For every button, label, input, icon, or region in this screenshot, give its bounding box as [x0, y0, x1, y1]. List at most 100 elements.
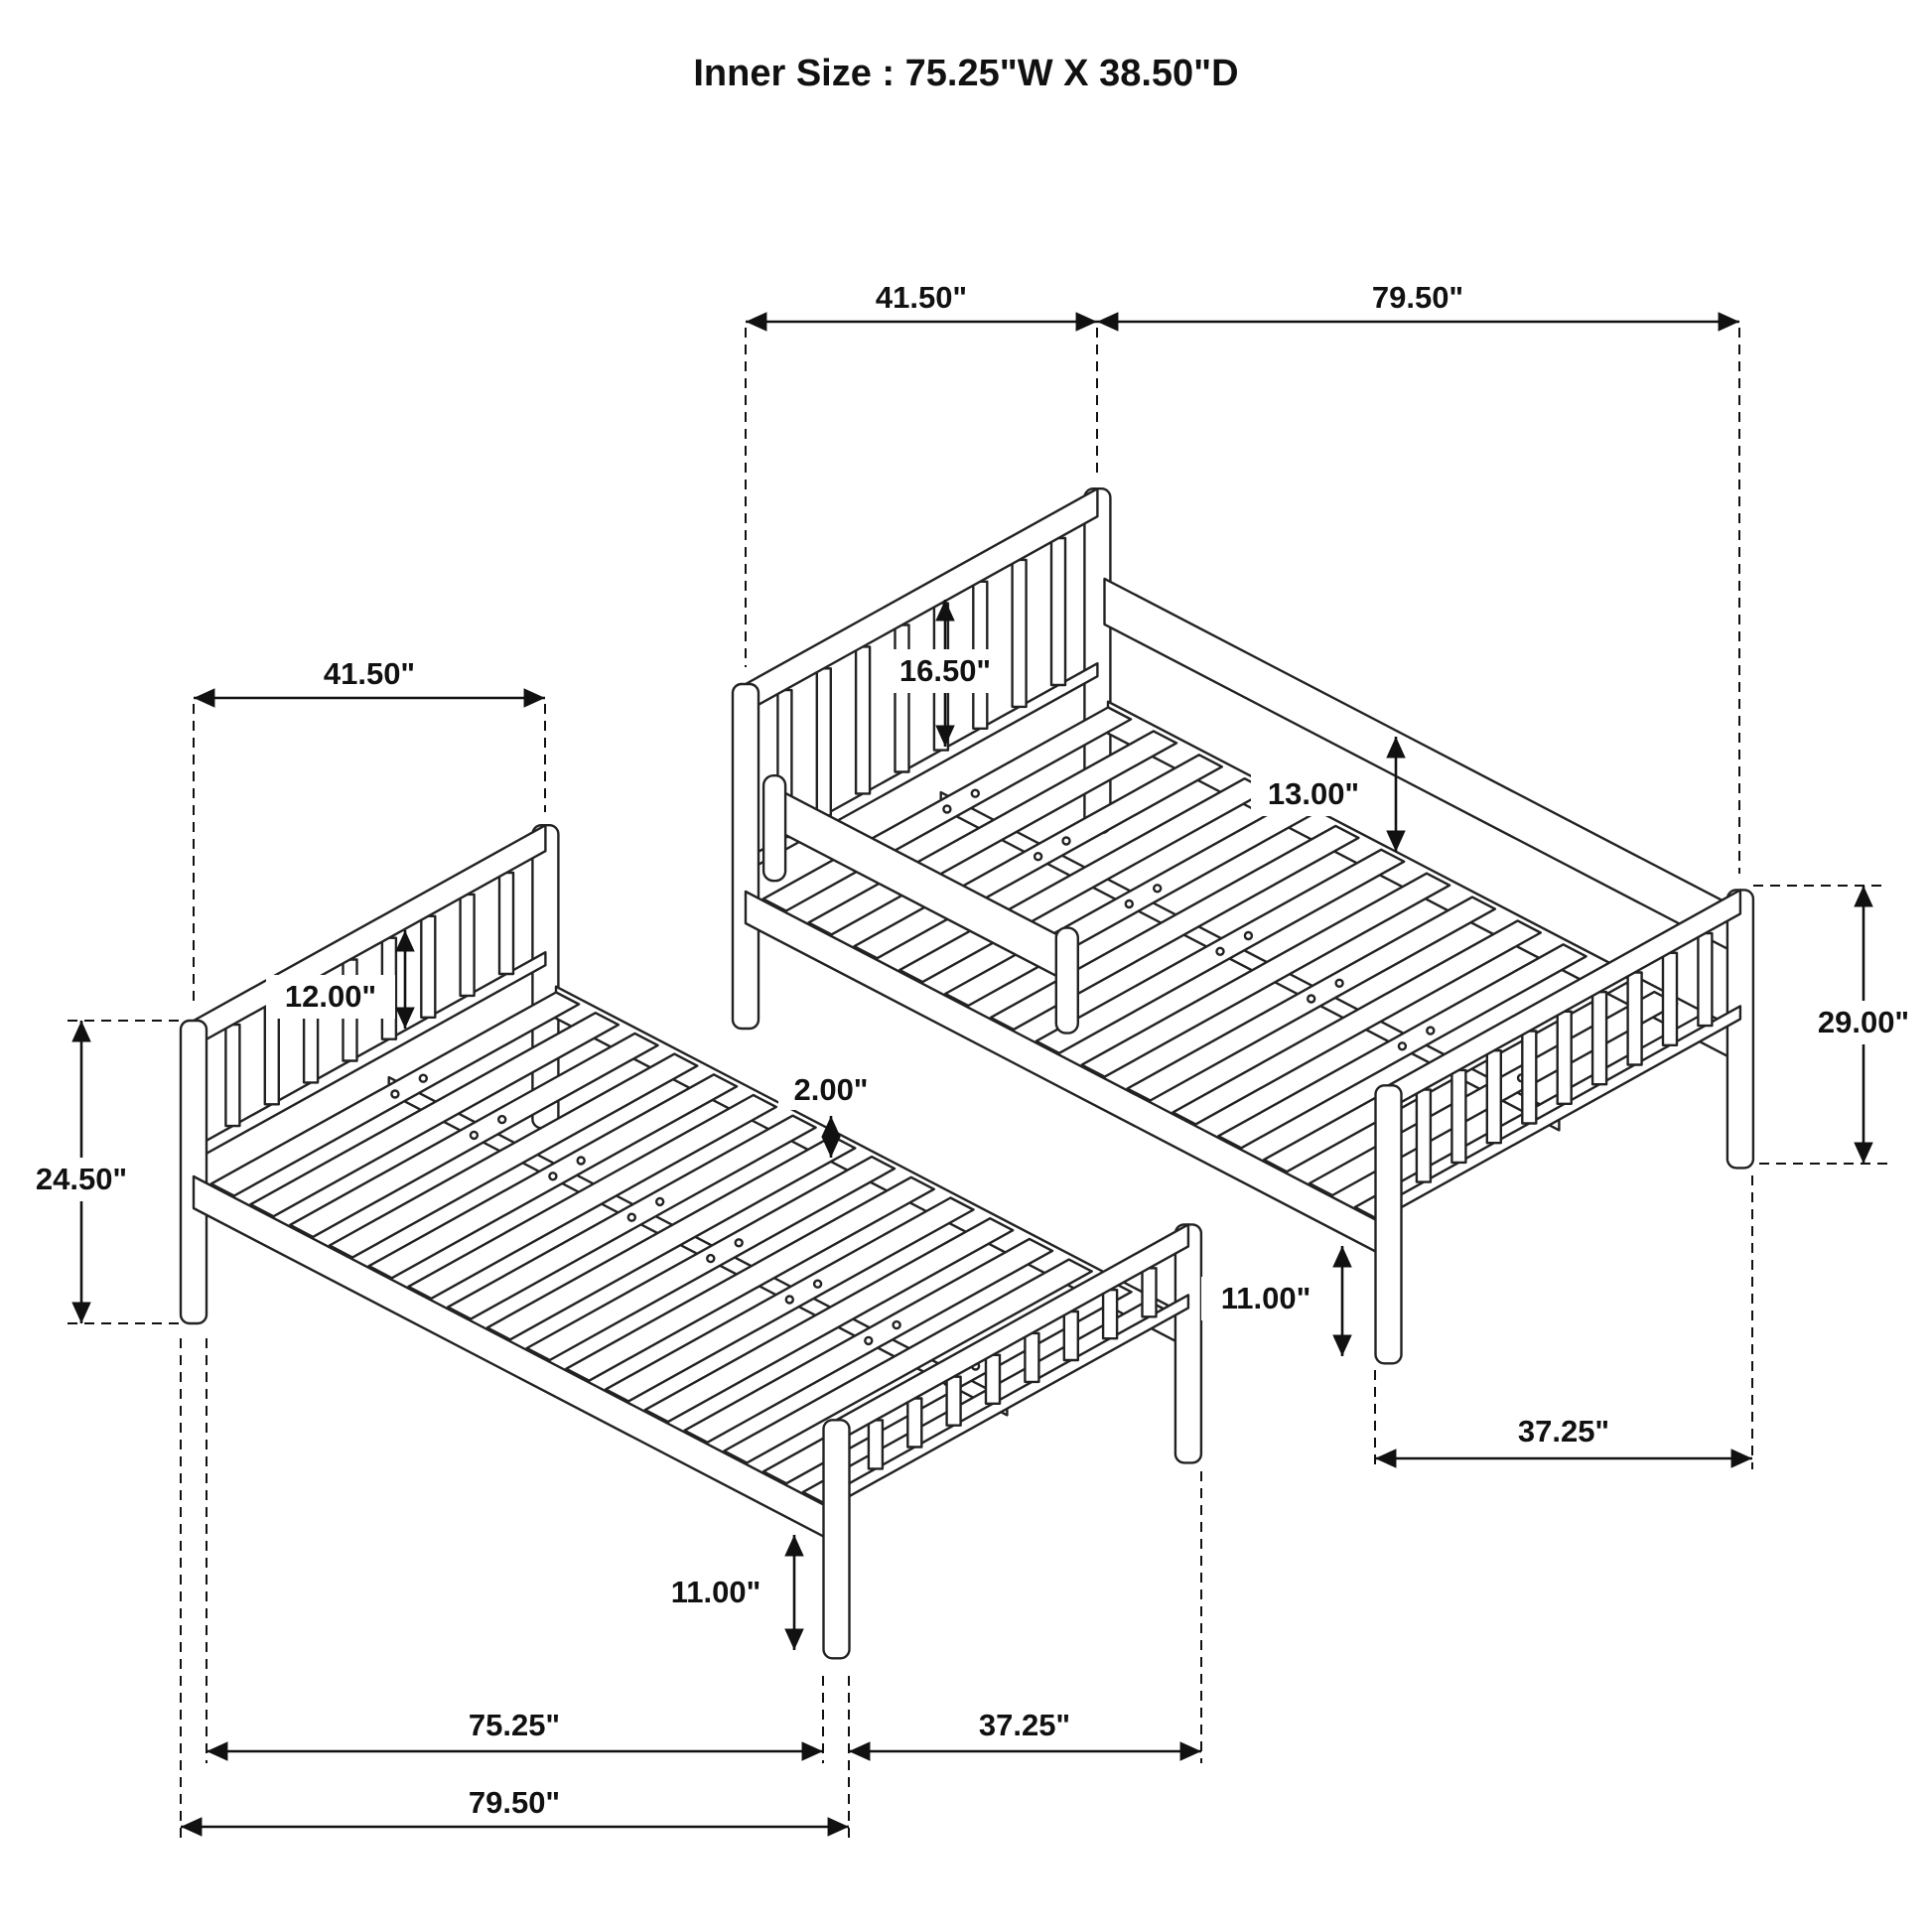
screw-hole — [418, 1073, 428, 1083]
headboard-slat — [894, 623, 910, 773]
headboard-slat — [224, 1023, 241, 1128]
screw-hole — [706, 1253, 716, 1264]
label-background — [266, 975, 395, 1019]
footboard-back-post — [1173, 1223, 1203, 1464]
screw-hole — [497, 1114, 507, 1125]
footboard-slat — [1024, 1331, 1040, 1384]
dim-label: 79.50" — [469, 1785, 560, 1820]
mattress-slat — [249, 1012, 621, 1218]
headboard-slat — [420, 914, 437, 1019]
screw-hole — [1124, 898, 1135, 909]
headboard-slat — [497, 871, 515, 976]
dim-label: 75.25" — [469, 1708, 560, 1742]
screw-hole — [892, 1319, 901, 1330]
mattress-slat — [565, 1175, 935, 1382]
screw-hole — [469, 1130, 480, 1141]
mattress-slat — [643, 1217, 1015, 1424]
dim-upper-footboard-width: 37.25" — [1374, 1175, 1753, 1469]
screw-hole — [655, 1196, 665, 1207]
footboard-slat — [1626, 971, 1643, 1066]
footboard-slat — [945, 1375, 962, 1427]
label-background — [1796, 1001, 1931, 1044]
guard-post — [1054, 926, 1080, 1035]
dim-upper-leg-height: 11.00" — [1201, 1246, 1352, 1356]
dim-upper-top-length: 79.50" — [1097, 280, 1740, 874]
screw-hole — [576, 1156, 586, 1166]
dim-label: 16.50" — [899, 653, 991, 688]
dim-lower-headboard-panel: 12.00" — [266, 930, 415, 1029]
dim-label: 11.00" — [1221, 1281, 1311, 1315]
headboard-slat — [854, 645, 872, 795]
footboard-slat — [1450, 1068, 1467, 1165]
dim-label: 29.00" — [1818, 1005, 1909, 1039]
screw-hole — [1061, 836, 1071, 846]
footboard-slat — [1697, 931, 1714, 1028]
dim-upper-headboard-panel: 16.50" — [882, 600, 1009, 747]
mattress-slat — [989, 824, 1360, 1032]
footboard-front-post — [822, 1419, 851, 1660]
footboard-slat — [1556, 1010, 1573, 1105]
footboard-slat — [1590, 991, 1608, 1086]
headboard-slat — [459, 893, 476, 998]
headboard-front-post — [731, 682, 760, 1031]
dim-upper-footboard-height: 29.00" — [1753, 885, 1931, 1165]
screw-hole — [942, 804, 952, 814]
footboard-slat — [1661, 951, 1679, 1046]
dim-upper-top-width: 41.50" — [745, 280, 1098, 667]
dim-lower-headboard-height: 24.50" — [14, 1020, 183, 1324]
diagram-title: Inner Size : 75.25"W X 38.50"D — [693, 53, 1238, 94]
footboard-slat — [1485, 1048, 1503, 1145]
guard-post — [761, 774, 787, 883]
mattress-slat — [1172, 919, 1542, 1126]
headboard-slat — [815, 667, 832, 817]
screw-hole — [1426, 1026, 1436, 1035]
dim-label: 11.00" — [671, 1575, 761, 1609]
screw-hole — [1152, 884, 1163, 894]
mattress-slat — [328, 1052, 699, 1259]
screw-hole — [734, 1238, 744, 1248]
dim-label: 79.50" — [1372, 280, 1463, 315]
footboard-slat — [867, 1419, 885, 1470]
screw-hole — [1033, 852, 1043, 862]
screw-hole — [784, 1295, 794, 1305]
dim-upper-guard-rail-height: 13.00" — [1251, 737, 1406, 852]
screw-hole — [548, 1172, 558, 1181]
screw-hole — [626, 1212, 636, 1222]
headboard-front-post — [179, 1019, 208, 1325]
dim-label: 37.25" — [979, 1708, 1070, 1742]
footboard-slat — [1062, 1310, 1080, 1362]
dim-label: 2.00" — [793, 1072, 868, 1107]
screw-hole — [1243, 930, 1254, 941]
label-background — [882, 649, 1009, 693]
headboard-slat — [1011, 558, 1028, 709]
screw-hole — [1334, 978, 1344, 988]
lower-bed-drawing — [179, 824, 1203, 1660]
screw-hole — [390, 1089, 400, 1099]
upper-bed-drawing — [731, 487, 1755, 1365]
dim-label: 41.50" — [324, 656, 415, 691]
screw-hole — [812, 1279, 823, 1289]
headboard-slat — [1049, 536, 1067, 687]
screw-hole — [1215, 946, 1225, 956]
mattress-slat — [723, 1258, 1093, 1464]
label-background — [651, 1571, 780, 1614]
footboard-back-post — [1725, 889, 1755, 1170]
footboard-slat — [1141, 1267, 1158, 1318]
screw-hole — [1397, 1041, 1408, 1051]
label-background — [1251, 772, 1376, 816]
dim-lower-footboard-width: 37.25" — [848, 1471, 1202, 1839]
dim-label: 24.50" — [36, 1162, 127, 1196]
label-background — [14, 1158, 149, 1201]
dim-lower-top-width: 41.50" — [193, 656, 546, 1007]
footboard-slat — [1101, 1288, 1119, 1340]
mattress-slat — [485, 1135, 857, 1341]
label-background — [778, 1068, 884, 1110]
dim-lower-overall-length: 79.50" — [180, 1338, 849, 1839]
dim-label: 13.00" — [1268, 776, 1359, 811]
dim-lower-leg-height: 11.00" — [651, 1535, 804, 1650]
mattress-slat — [1080, 872, 1451, 1078]
mattress-slat — [407, 1093, 777, 1301]
screw-hole — [864, 1335, 874, 1346]
screw-hole — [1306, 994, 1316, 1004]
